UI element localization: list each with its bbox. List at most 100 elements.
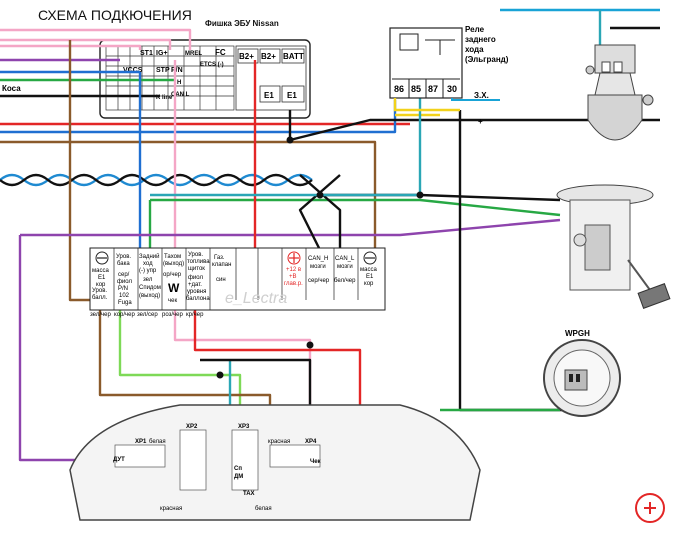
tb-c3-top2: (выход): [163, 261, 184, 267]
diagram-title: СХЕМА ПОДКЮЧЕНИЯ: [38, 7, 192, 23]
tb-c4-mid3: уровня: [187, 289, 206, 295]
cluster-chek: Чек: [310, 459, 321, 465]
cluster-xp4-color: красная: [268, 439, 290, 445]
ecu-pin-kline: K line: [156, 95, 173, 101]
tb-c2-top2: ход: [143, 261, 153, 267]
tb-c0-top: масса: [92, 268, 109, 274]
tb-c1-mid2: фиол: [117, 279, 132, 285]
tb-c9-top: CAN_L: [335, 256, 355, 262]
tb-c5-top2: клапан: [212, 262, 231, 268]
instrument-cluster: XP1 белая XP2 XP3 XP4 красная ДУТ Сп ДМ …: [69, 404, 481, 521]
tb-c8-top: CAN_H: [308, 256, 328, 262]
tb-c8-top2: мозги: [310, 264, 326, 270]
ecu-pin-ig: IG+: [156, 50, 167, 57]
tb-c2-mid: зел: [143, 277, 153, 283]
tb-c3-mid: ор/чер: [163, 272, 182, 278]
kosa-label: Коса: [2, 84, 21, 93]
relay-label-4: (Эльгранд): [465, 55, 509, 64]
tb-c2-bot: зел/сер: [137, 312, 158, 318]
ecu-pin-etcs: ETCS (-): [200, 62, 224, 68]
tb-c2-top: Задний: [139, 253, 159, 260]
wire-brown-v: [68, 40, 95, 302]
tb-c4-top2: топлива: [187, 259, 210, 265]
tb-c1-top: Уров.: [116, 254, 131, 260]
tb-c10-top2: E1: [366, 274, 374, 280]
tb-c0-mid2: балл.: [92, 295, 108, 301]
tb-c3-bot: роз/чер: [162, 312, 183, 318]
relay-plus-label: +: [478, 117, 483, 126]
tb-c1-mid5: Fuga: [118, 300, 132, 306]
ecu-pin-canh: H: [177, 80, 181, 86]
tb-c1-top2: бака: [117, 261, 130, 267]
fuel-level-sender: [556, 184, 671, 309]
cluster-xp1: XP1: [135, 439, 147, 445]
terminal-block: масса E1 кор Уров. балл. зел/чер Уров. б…: [89, 247, 386, 318]
cluster-dut: ДУТ: [113, 457, 125, 463]
tb-c1-mid4: 102: [119, 293, 130, 299]
tb-c1-bot: кор/чер: [114, 312, 135, 318]
ecu-connector: Фишка ЭБУ Nissan ST1 IG+ MREL FC VCCS ST…: [99, 19, 311, 119]
wire-can-twist-black: [0, 173, 313, 187]
ecu-label: Фишка ЭБУ Nissan: [205, 19, 279, 28]
relay-label-1: Реле: [465, 25, 485, 34]
tb-c0-bot: зел/чер: [90, 312, 111, 318]
cluster-tax: TAX: [243, 491, 255, 497]
wire-brown-h: [0, 140, 377, 250]
tb-c9-top2: мозги: [337, 264, 353, 270]
wire-can-twist-blue: [0, 173, 313, 187]
ecu-pin-st1: ST1: [140, 50, 153, 57]
reverse-relay: 86 85 87 30 Реле заднего хода (Эльгранд)…: [389, 25, 509, 126]
tb-c4-mid2: +дат.: [188, 282, 202, 288]
ecu-pin-b2b: B2+: [261, 52, 276, 61]
top-right-valve: [585, 44, 654, 141]
tb-c4-mid4: баллона: [186, 296, 210, 302]
wire-pink-2: [0, 38, 172, 50]
ecu-pin-fc: FC: [215, 48, 226, 57]
tb-c5-mid: син: [216, 277, 226, 283]
wpgh-label: WPGH: [565, 329, 590, 338]
tb-c5-top: Газ.: [214, 255, 225, 261]
ecu-pin-batt: BATT: [283, 52, 304, 61]
tb-c0-top2: E1: [98, 275, 106, 281]
tb-c0-mid: Уров.: [92, 288, 107, 294]
ecu-pin-stp: STP: [156, 67, 170, 74]
tb-c8-bot: сер/чер: [308, 278, 330, 284]
ecu-pin-e1a: E1: [264, 91, 274, 100]
wire-can-cross-b: [298, 174, 341, 251]
wire-black-main: [288, 110, 660, 142]
relay-label-3: хода: [465, 45, 484, 54]
tb-c4-top3: щиток: [188, 266, 205, 272]
relay-pin-86: 86: [394, 84, 404, 94]
tb-c4-mid: фиол: [188, 275, 203, 281]
cluster-xp1-color: белая: [149, 439, 166, 445]
cluster-dm: ДМ: [234, 474, 243, 480]
tb-c3-top: Тахом: [164, 254, 181, 260]
tb-c1-mid3: P/N: [118, 286, 128, 292]
wire-can-cross-a: [299, 174, 342, 250]
cluster-white: белая: [255, 506, 272, 512]
tb-c1-mid: сер/: [118, 272, 130, 278]
relay-label-2: заднего: [465, 35, 496, 44]
tb-c7-top2: +В: [289, 274, 297, 280]
tb-c2-mid2: Спидом: [139, 285, 161, 291]
wire-green-pump: [150, 198, 561, 217]
ecu-pin-b2a: B2+: [239, 52, 254, 61]
wire-pink-3: [0, 44, 142, 50]
relay-pin-87: 87: [428, 84, 438, 94]
ecu-pin-pn: P/N: [171, 67, 183, 74]
cluster-xp3: XP3: [238, 424, 250, 430]
tb-c2-top3: (-) упр: [139, 268, 157, 274]
ecu-pin-mrel: MREL: [185, 51, 202, 57]
tb-c9-bot: бел/чер: [334, 278, 356, 284]
wire-purple-top: [20, 218, 561, 237]
ecu-pin-e1b: E1: [287, 91, 297, 100]
brand-mark: [635, 493, 665, 523]
tb-c4-bot: кр/чер: [186, 312, 204, 318]
tb-c10-top3: кор: [364, 281, 374, 287]
tb-c7-top: +12 в: [286, 267, 301, 273]
cluster-sp: Сп: [234, 466, 242, 472]
tb-c7-top3: глав.р.: [284, 281, 303, 287]
tb-c10-top: масса: [360, 267, 377, 273]
